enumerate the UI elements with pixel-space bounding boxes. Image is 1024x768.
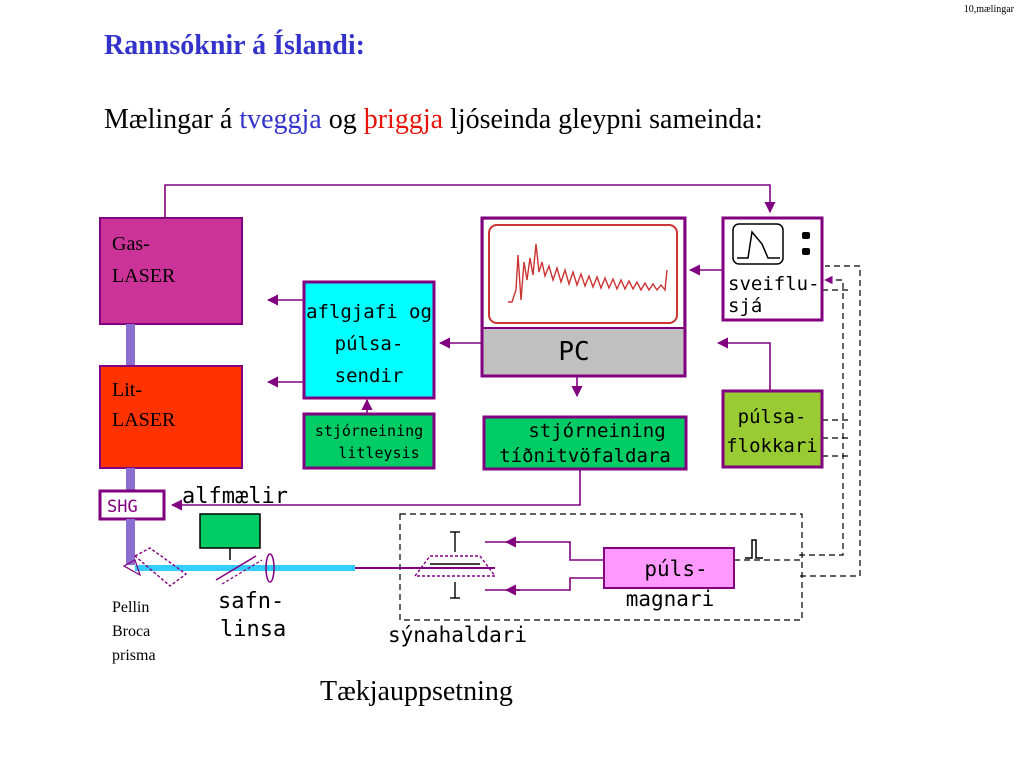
pc-label: PC <box>558 337 589 367</box>
pellin-broca-prism <box>122 547 188 587</box>
collection-lens-icon <box>265 553 275 583</box>
pellin-broca-label-line3: prisma <box>112 647 156 664</box>
subtitle-highlight-two-photon: tveggja <box>239 104 322 135</box>
multiplier-control-label-line1: stjórneining <box>528 420 665 442</box>
lit-laser-label-line2: LASER <box>112 409 176 431</box>
color-control-box <box>302 412 436 470</box>
pulse-amplifier-box <box>603 547 735 589</box>
lit-laser-label-line1: Lit- <box>112 379 142 401</box>
power-supply-label-line1: aflgjafi og <box>306 301 432 323</box>
gas-laser-label-line2: LASER <box>112 265 176 287</box>
multiplier-control-block: stjórneining tíðnitvöfaldara <box>482 415 688 471</box>
sample-holder-icon <box>413 531 497 599</box>
multiplier-to-shg-line <box>170 470 581 511</box>
pulse-sorter-label-line1: púlsa- <box>738 406 807 428</box>
alfmaelir-sensor <box>199 513 261 549</box>
power-supply-label-line2: púlsa- <box>335 333 404 355</box>
oscilloscope-knob-2 <box>802 248 810 255</box>
pulse-sorter-box <box>721 389 824 469</box>
subtitle-text-3: ljóseinda gleypni sameinda: <box>443 104 763 135</box>
collection-lens-label-line2: linsa <box>220 617 286 642</box>
color-control-label-line1: stjórneining <box>315 422 423 440</box>
power-supply-box <box>302 280 436 400</box>
oscilloscope-knob-1 <box>802 232 810 239</box>
sample-to-amplifier-lower-line <box>485 577 604 591</box>
shg-block: SHG <box>98 489 166 521</box>
diagram-caption: Tækjauppsetning <box>320 676 513 707</box>
pulse-sorter-label-line2: flokkari <box>726 435 818 457</box>
amplifier-to-sorter-dashed-line <box>800 265 861 577</box>
pc-screen-signal <box>508 243 668 303</box>
pulse-amplifier-label-line1: púls- <box>644 557 707 581</box>
multiplier-control-label-line2: tíðnitvöfaldara <box>499 445 671 467</box>
sample-to-amplifier-upper-line <box>485 541 604 561</box>
horizontal-beam <box>135 565 355 571</box>
oscilloscope-trace <box>737 230 780 259</box>
gas-laser-label-line1: Gas- <box>112 233 150 255</box>
shg-label: SHG <box>107 497 138 517</box>
collection-lens-label-line1: safn- <box>218 589 284 614</box>
slide-title: Rannsóknir á Íslandi: <box>104 30 365 61</box>
pc-block: PC <box>480 216 687 378</box>
power-supply-label-line3: sendir <box>335 365 404 387</box>
laser-beam-vertical <box>126 324 135 366</box>
connection-lines <box>164 184 776 596</box>
beam-to-prism <box>126 519 135 565</box>
oscilloscope-screen <box>732 223 784 265</box>
oscilloscope-label-line1: sveiflu- <box>728 273 820 295</box>
oscilloscope-label-line2: sjá <box>728 295 762 317</box>
power-supply-block: aflgjafi og púlsa- sendir <box>302 280 436 400</box>
subtitle-highlight-three-photon: þriggja <box>363 104 444 135</box>
lit-laser-block: Lit- LASER <box>99 365 243 469</box>
top-trigger-line <box>164 184 776 218</box>
oscilloscope-block: sveiflu- sjá <box>721 216 824 322</box>
multiplier-control-box <box>482 415 688 471</box>
gas-laser-box <box>99 217 243 325</box>
beam-splitter-and-lens <box>215 553 275 585</box>
color-control-block: stjórneining litleysis <box>302 412 436 470</box>
slide-number: 10,mælingar <box>963 4 1014 15</box>
subtitle-text-1: Mælingar á <box>104 104 240 135</box>
amplifier-to-scope-dashed-line <box>734 275 844 561</box>
pulse-amplifier-label-line2: magnari <box>626 587 715 611</box>
gas-laser-block: Gas- LASER <box>99 217 243 325</box>
alfmaelir-label: alfmælir <box>182 484 288 509</box>
pulse-symbol-icon <box>745 539 763 559</box>
pulse-sorter-block: púlsa- flokkari <box>721 389 824 469</box>
subtitle-text-2: og <box>321 104 364 135</box>
shg-box <box>98 489 166 521</box>
pulse-amplifier-block: púls- magnari <box>603 539 763 611</box>
slide-subtitle: Mælingar á tveggja og þriggja ljóseinda … <box>104 104 763 136</box>
sample-holder-label: sýnahaldari <box>388 623 527 647</box>
color-control-label-line2: litleysis <box>338 444 419 462</box>
laser-beam-to-shg <box>126 468 135 490</box>
pellin-broca-label-line1: Pellin <box>112 599 149 616</box>
lit-laser-box <box>99 365 243 469</box>
pellin-broca-label-line2: Broca <box>112 623 150 640</box>
